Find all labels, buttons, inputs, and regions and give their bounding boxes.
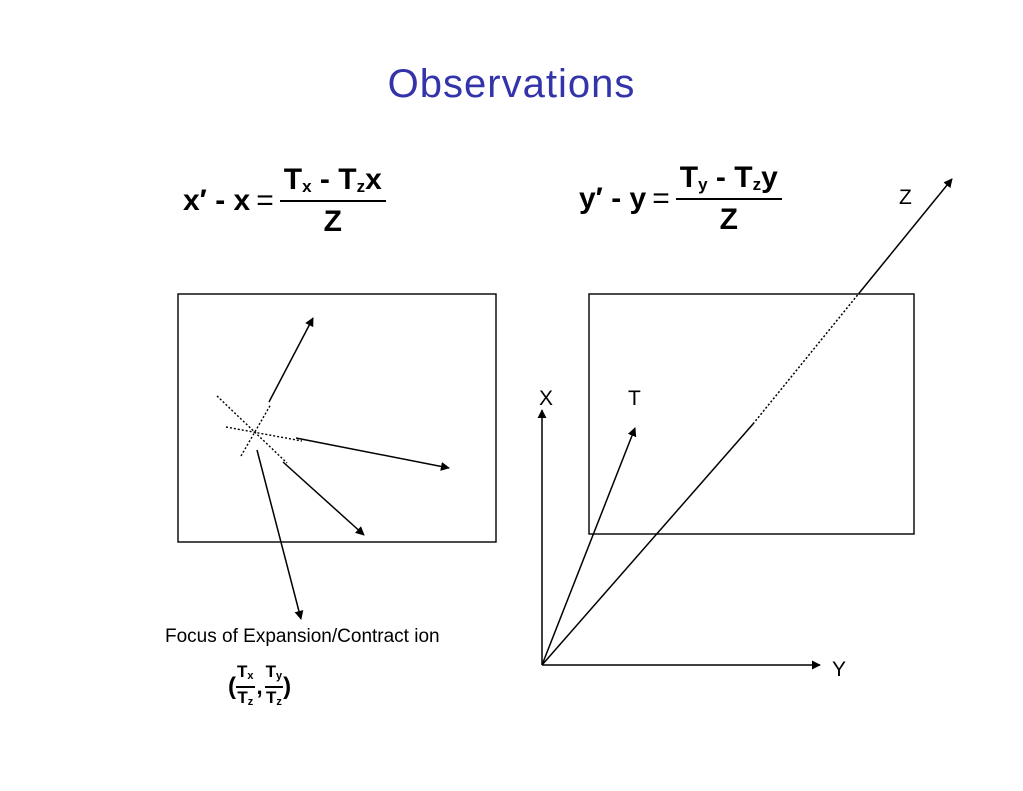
equation-y: y′ - y = Ty - Tzy Z: [579, 161, 782, 237]
foe-f1-num-t: T: [237, 662, 248, 681]
eq-x-num-sub-z: z: [356, 177, 366, 196]
equation-y-equals: =: [652, 182, 670, 215]
eq-y-num-minus-t: - T: [707, 161, 753, 194]
equation-x-fraction: Tx - Tzx Z: [279, 163, 386, 239]
x-axis-label: X: [539, 387, 554, 410]
foe-caption: Focus of Expansion/Contract ion: [165, 626, 440, 647]
foe-f2-bar: [264, 686, 284, 688]
foe-fraction-1: Tx Tz: [236, 662, 255, 712]
coordinate-axes: [537, 178, 953, 670]
equation-x-fraction-bar: [279, 200, 386, 202]
eq-x-num-minus-t: - T: [311, 163, 357, 196]
flow-arrow-down: [256, 449, 304, 620]
flow-arrow-down-right: [282, 461, 365, 536]
equation-y-numerator: Ty - Tzy: [676, 161, 782, 198]
z-axis-dotted: [752, 291, 861, 425]
flow-arrow-up: [268, 317, 314, 403]
dotted-line-2: [225, 426, 303, 442]
foe-f2-den-sub: z: [276, 696, 282, 708]
t-vector-arrow: [541, 427, 637, 666]
z-axis-label: Z: [899, 186, 912, 209]
eq-x-num-x: x: [365, 163, 382, 196]
equation-x-lhs: x′ - x: [183, 184, 251, 217]
foe-f1-denominator: Tz: [236, 688, 254, 712]
eq-y-num-sub-z: z: [752, 175, 762, 194]
foe-f1-numerator: Tx: [236, 662, 255, 686]
t-vector-label: T: [628, 387, 641, 410]
equation-y-denominator: Z: [719, 203, 738, 236]
eq-x-num-t: T: [283, 163, 303, 196]
foe-close-paren: ): [283, 673, 292, 700]
eq-y-num-t: T: [679, 161, 699, 194]
flow-arrow-right: [295, 437, 450, 471]
equation-x-denominator: Z: [323, 205, 342, 238]
equation-x: x′ - x = Tx - Tzx Z: [183, 163, 386, 239]
foe-f2-numerator: Ty: [265, 662, 284, 686]
dotted-line-1: [216, 395, 288, 464]
z-axis-arrow: [859, 178, 953, 293]
right-image-plane: [588, 293, 915, 535]
eq-y-num-sub-y: y: [698, 175, 708, 194]
foe-f1-num-sub: x: [247, 670, 254, 682]
y-axis-label: Y: [832, 658, 847, 681]
eq-x-num-sub-x: x: [302, 177, 312, 196]
z-axis-solid: [541, 423, 754, 666]
foe-dotted-lines: [216, 395, 303, 464]
equation-x-numerator: Tx - Tzx: [280, 163, 386, 200]
foe-open-paren: (: [228, 673, 236, 700]
foe-comma: ,: [256, 674, 263, 699]
flow-vectors: [256, 317, 450, 620]
foe-f2-den-t: T: [265, 688, 277, 707]
foe-f2-num-sub: y: [276, 670, 283, 682]
foe-f2-denominator: Tz: [265, 688, 283, 712]
foe-fraction-2: Ty Tz: [264, 662, 284, 712]
slide-title: Observations: [387, 62, 636, 106]
left-image-plane: [177, 293, 497, 543]
equation-y-fraction-bar: [675, 198, 782, 200]
eq-y-num-y: y: [761, 161, 778, 194]
foe-formula: ( Tx Tz , Ty Tz ): [228, 662, 291, 712]
foe-f1-den-t: T: [237, 688, 248, 707]
foe-f2-num-t: T: [265, 662, 277, 681]
dotted-line-3: [240, 403, 272, 457]
equation-x-equals: =: [256, 184, 274, 217]
equation-y-lhs: y′ - y: [579, 182, 647, 215]
foe-f1-bar: [236, 686, 255, 688]
equation-y-fraction: Ty - Tzy Z: [675, 161, 782, 237]
foe-f1-den-sub: z: [247, 696, 254, 708]
